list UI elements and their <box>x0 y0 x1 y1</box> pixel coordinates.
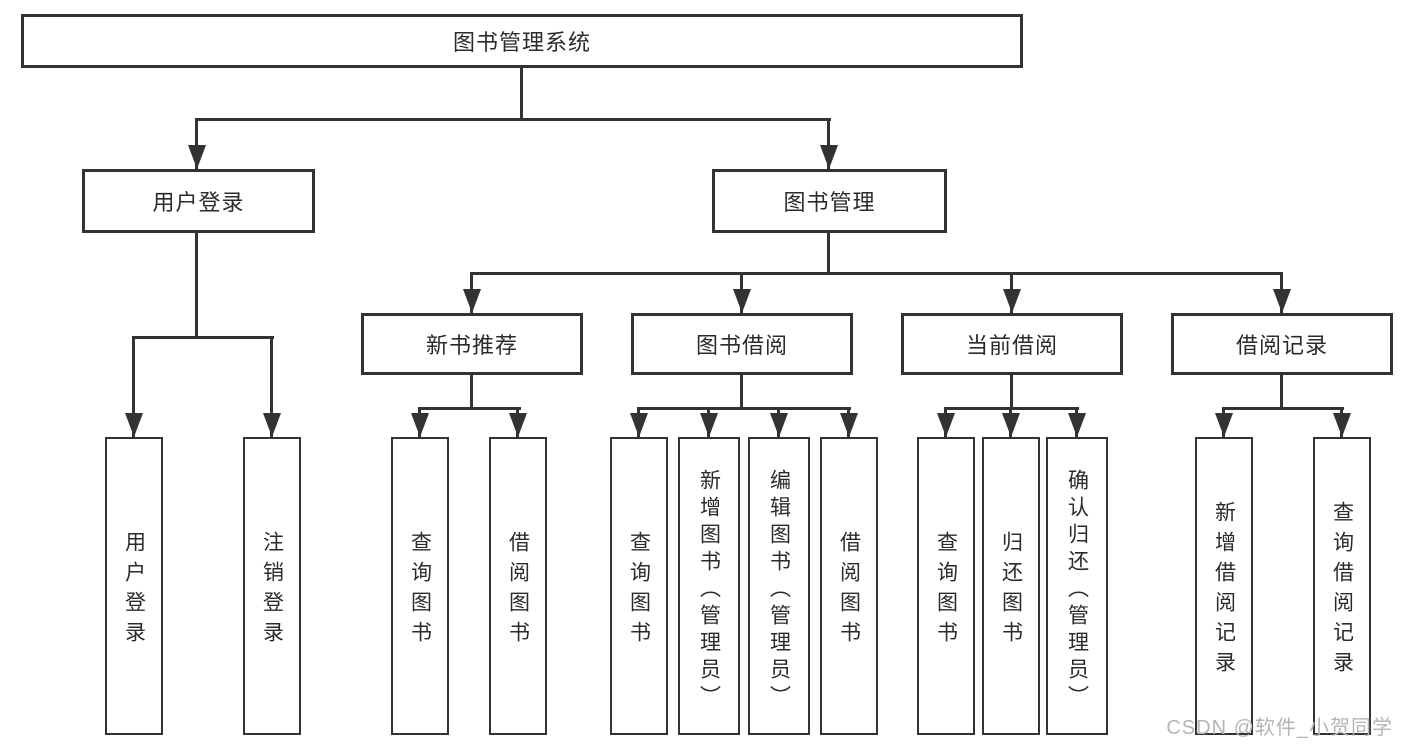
leaf-logout-label: 注销登录 <box>260 530 284 651</box>
node-book-mgmt-label: 图书管理 <box>783 190 876 215</box>
leaf-add-books-admin: 新增图书（管理员） <box>678 437 740 735</box>
leaf-add-books-admin-label: 新增图书（管理员） <box>697 469 721 712</box>
arrowhead-down-icon <box>263 413 281 437</box>
leaf-query-books-current-label: 查询图书 <box>934 530 958 651</box>
node-current-borrow: 当前借阅 <box>901 313 1123 375</box>
leaf-query-borrow-record: 查询借阅记录 <box>1313 437 1371 735</box>
arrowhead-down-icon <box>1273 289 1291 313</box>
leaf-borrow-books-label: 借阅图书 <box>837 530 861 651</box>
connector-line <box>1280 375 1283 407</box>
node-book-mgmt: 图书管理 <box>712 169 947 233</box>
leaf-query-books-recommend: 查询图书 <box>391 437 449 735</box>
arrowhead-down-icon <box>840 413 858 437</box>
connector-line <box>132 336 274 339</box>
connector-line <box>195 118 831 121</box>
connector-line <box>1010 375 1013 407</box>
leaf-borrow-books-recommend-label: 借阅图书 <box>506 530 530 651</box>
connector-line <box>418 407 521 410</box>
node-book-borrow-label: 图书借阅 <box>695 333 788 358</box>
leaf-confirm-return-admin-label: 确认归还（管理员） <box>1065 469 1089 712</box>
arrowhead-down-icon <box>700 413 718 437</box>
arrowhead-down-icon <box>1068 413 1086 437</box>
leaf-user-login: 用户登录 <box>105 437 163 735</box>
connector-line <box>827 233 830 272</box>
node-book-borrow: 图书借阅 <box>631 313 853 375</box>
leaf-logout: 注销登录 <box>243 437 301 735</box>
arrowhead-down-icon <box>1003 289 1021 313</box>
leaf-add-borrow-record: 新增借阅记录 <box>1195 437 1253 735</box>
arrowhead-down-icon <box>820 145 838 169</box>
arrowhead-down-icon <box>509 413 527 437</box>
node-new-book-recommend-label: 新书推荐 <box>425 333 518 358</box>
arrowhead-down-icon <box>411 413 429 437</box>
leaf-query-books-current: 查询图书 <box>917 437 975 735</box>
connector-line <box>270 336 273 437</box>
connector-line <box>195 233 198 336</box>
leaf-query-books-borrow: 查询图书 <box>610 437 668 735</box>
node-borrow-records-label: 借阅记录 <box>1235 333 1328 358</box>
leaf-confirm-return-admin: 确认归还（管理员） <box>1046 437 1108 735</box>
node-current-borrow-label: 当前借阅 <box>965 333 1058 358</box>
arrowhead-down-icon <box>1333 413 1351 437</box>
connector-line <box>470 272 1283 275</box>
node-borrow-records: 借阅记录 <box>1171 313 1393 375</box>
leaf-edit-books-admin-label: 编辑图书（管理员） <box>767 469 791 712</box>
node-root: 图书管理系统 <box>21 14 1023 68</box>
node-user-login: 用户登录 <box>82 169 315 233</box>
arrowhead-down-icon <box>1002 413 1020 437</box>
connector-line <box>740 375 743 407</box>
node-root-label: 图书管理系统 <box>452 30 591 55</box>
leaf-add-borrow-record-label: 新增借阅记录 <box>1212 500 1236 681</box>
connector-line <box>470 375 473 407</box>
arrowhead-down-icon <box>463 289 481 313</box>
leaf-edit-books-admin: 编辑图书（管理员） <box>748 437 810 735</box>
connector-line <box>132 336 135 437</box>
leaf-return-books: 归还图书 <box>982 437 1040 735</box>
connector-line <box>1222 407 1344 410</box>
arrowhead-down-icon <box>630 413 648 437</box>
leaf-query-books-borrow-label: 查询图书 <box>627 530 651 651</box>
arrowhead-down-icon <box>188 145 206 169</box>
arrowhead-down-icon <box>937 413 955 437</box>
leaf-user-login-label: 用户登录 <box>122 530 146 651</box>
connector-line <box>827 118 830 169</box>
watermark: CSDN @软件_小贺同学 <box>1166 717 1393 739</box>
leaf-query-borrow-record-label: 查询借阅记录 <box>1330 500 1354 681</box>
leaf-return-books-label: 归还图书 <box>999 530 1023 651</box>
leaf-borrow-books: 借阅图书 <box>820 437 878 735</box>
node-user-login-label: 用户登录 <box>152 190 245 215</box>
connector-line <box>520 68 523 118</box>
arrowhead-down-icon <box>770 413 788 437</box>
arrowhead-down-icon <box>733 289 751 313</box>
arrowhead-down-icon <box>125 413 143 437</box>
leaf-query-books-recommend-label: 查询图书 <box>408 530 432 651</box>
connector-line <box>195 118 198 169</box>
node-new-book-recommend: 新书推荐 <box>361 313 583 375</box>
connector-line <box>637 407 851 410</box>
leaf-borrow-books-recommend: 借阅图书 <box>489 437 547 735</box>
arrowhead-down-icon <box>1215 413 1233 437</box>
